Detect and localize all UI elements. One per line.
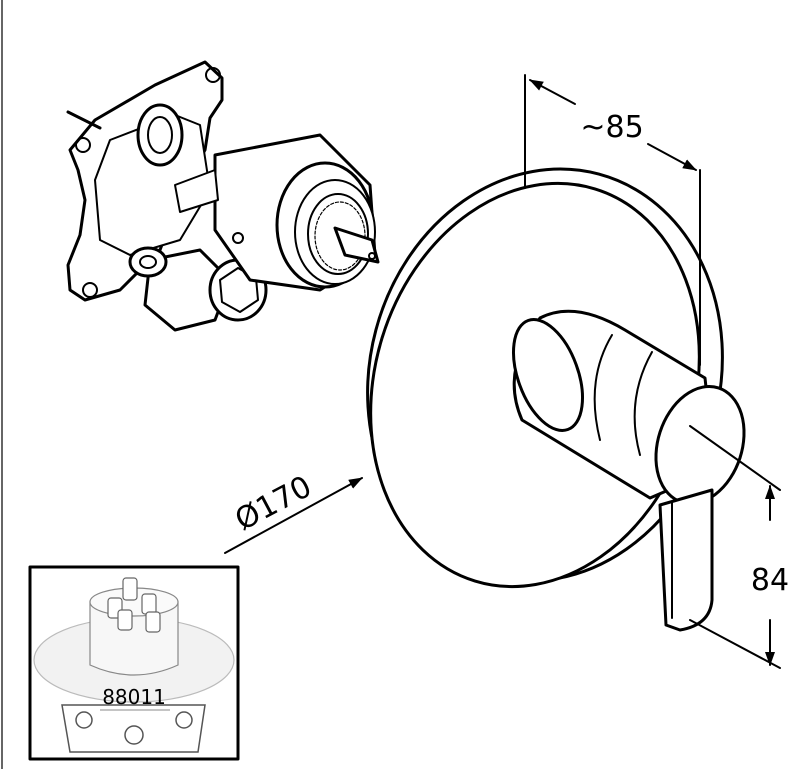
side-valve-cap bbox=[139, 255, 157, 269]
handle-lever bbox=[658, 488, 714, 632]
dimension-diameter: Ø170 bbox=[224, 469, 363, 554]
handle-groove bbox=[593, 334, 613, 441]
inset-base-hole bbox=[124, 725, 144, 745]
extension-line bbox=[689, 425, 781, 491]
gear-teeth bbox=[314, 201, 366, 271]
shower-trim bbox=[366, 167, 746, 632]
dimension-height: 84 bbox=[689, 425, 789, 669]
inset-part-number: 88011 bbox=[102, 685, 166, 709]
valve-block bbox=[94, 114, 211, 256]
housing-screw bbox=[232, 232, 244, 244]
upper-inlet-bore bbox=[147, 116, 173, 154]
lower-outlet bbox=[143, 248, 232, 332]
side-valve bbox=[128, 246, 168, 278]
dimension-line bbox=[224, 477, 363, 554]
mounting-hole bbox=[205, 67, 221, 83]
handle-groove bbox=[633, 351, 653, 456]
inset-knob bbox=[141, 593, 157, 615]
extension-line bbox=[689, 619, 781, 669]
inset-frame bbox=[28, 565, 240, 761]
inset-base-hole bbox=[75, 711, 93, 729]
valve-pin bbox=[66, 110, 102, 130]
cartridge-stem bbox=[333, 226, 380, 264]
rough-in-valve-body bbox=[66, 60, 380, 332]
height-dimension-label: 84 bbox=[751, 563, 789, 598]
inset-base-hole bbox=[175, 711, 193, 729]
inset-knob bbox=[145, 611, 161, 633]
diameter-dimension-label: Ø170 bbox=[230, 469, 318, 538]
inset-box: 88011 bbox=[28, 565, 240, 761]
inset-knob bbox=[117, 609, 133, 631]
dimension-depth: ~85 bbox=[524, 74, 701, 366]
mounting-hole bbox=[82, 282, 98, 298]
inset-knob bbox=[122, 577, 138, 601]
inset-base-plate bbox=[61, 704, 206, 753]
handle-base bbox=[512, 318, 584, 432]
stem-hole bbox=[368, 252, 376, 260]
dimension-line bbox=[647, 143, 697, 171]
mounting-hole bbox=[75, 137, 91, 153]
retaining-clip bbox=[174, 169, 219, 213]
depth-dimension-label: ~85 bbox=[580, 110, 643, 145]
dimension-line bbox=[529, 79, 576, 105]
